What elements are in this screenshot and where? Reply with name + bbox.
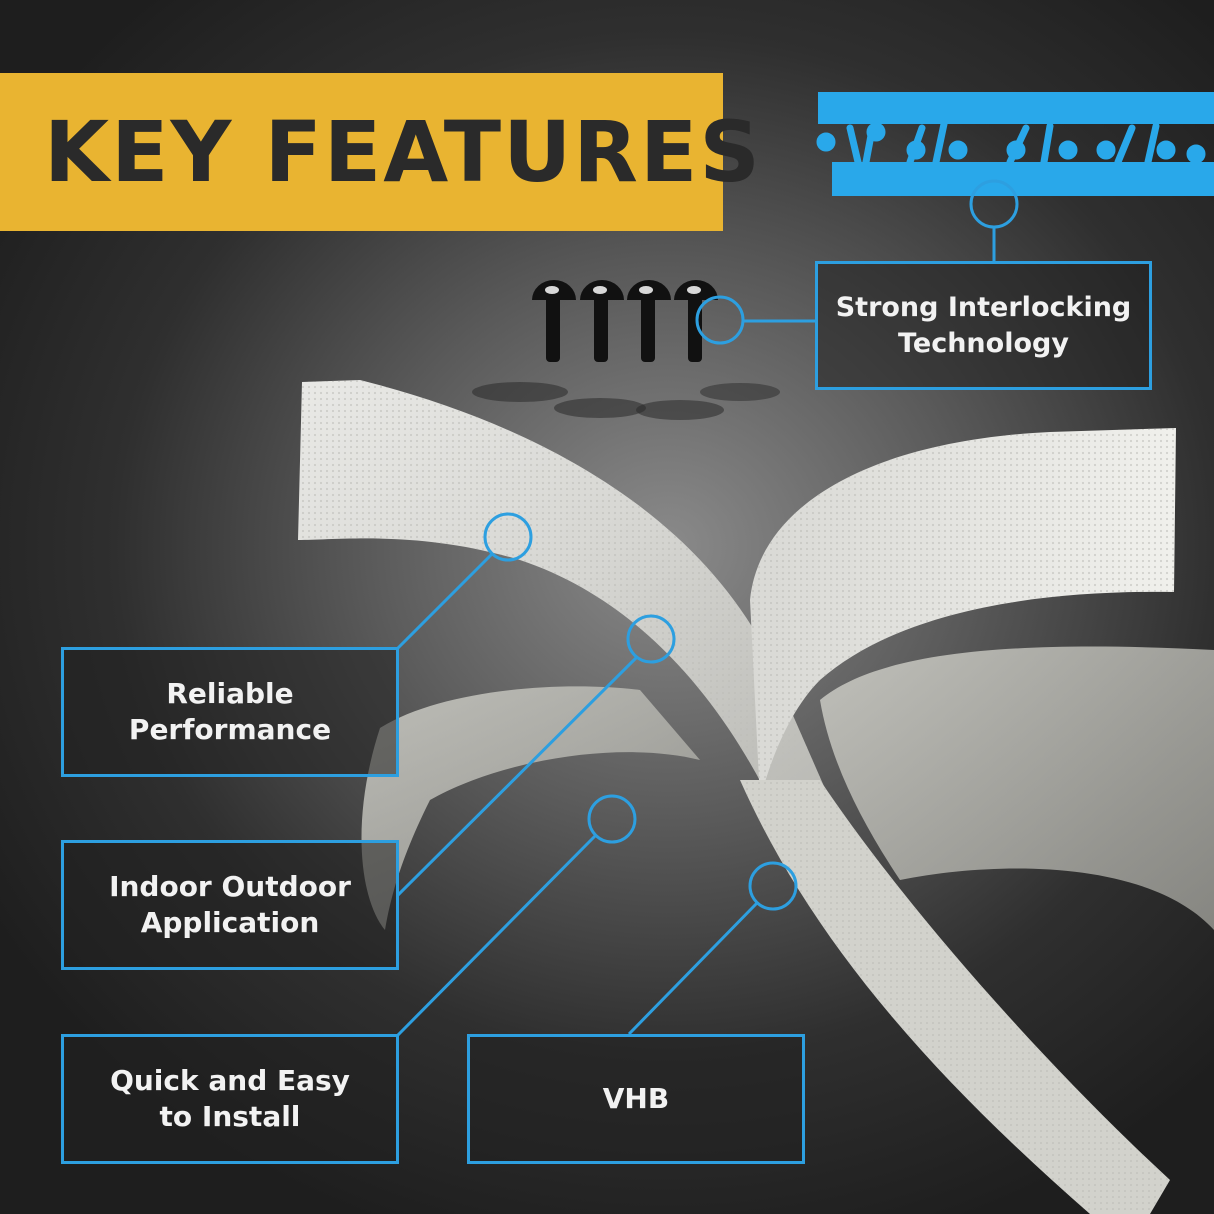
mushroom-pins — [472, 280, 780, 420]
callout-connectors — [396, 179, 1019, 1037]
callout-reliable: Reliable Performance — [61, 647, 399, 777]
callout-interlocking: Strong Interlocking Technology — [815, 261, 1152, 390]
callout-quick-install-text: Quick and Easy to Install — [110, 1064, 350, 1133]
callout-vhb-text: VHB — [602, 1082, 670, 1115]
callout-interlocking-text: Strong Interlocking Technology — [835, 291, 1132, 359]
key-features-banner: KEY FEATURES — [0, 73, 760, 231]
callout-reliable-text: Reliable Performance — [128, 677, 332, 746]
callout-indoor-outdoor: Indoor Outdoor Application — [61, 840, 399, 970]
tape-strips — [298, 380, 1214, 1214]
banner-title: KEY FEATURES — [44, 103, 762, 201]
callout-vhb: VHB — [467, 1034, 805, 1164]
callout-indoor-outdoor-text: Indoor Outdoor Application — [109, 870, 351, 939]
hook-diagram — [816, 92, 1214, 196]
callout-quick-install: Quick and Easy to Install — [61, 1034, 399, 1164]
